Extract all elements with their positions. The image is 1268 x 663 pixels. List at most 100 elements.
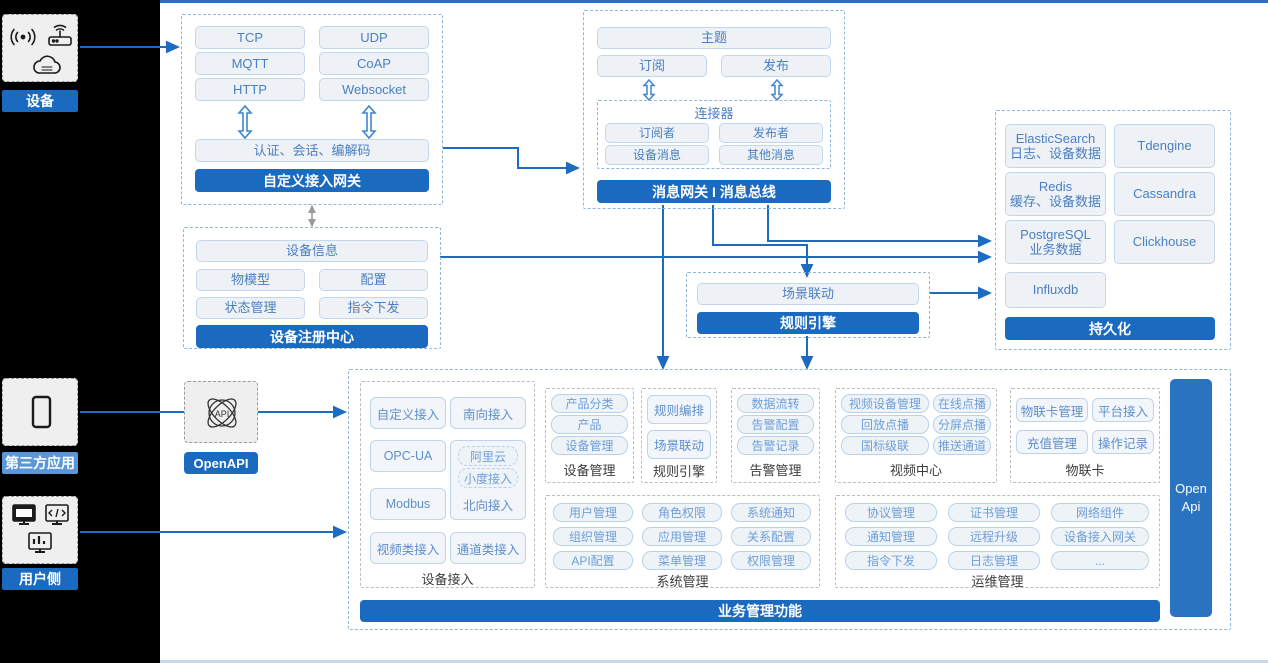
registry-config[interactable]: 配置 xyxy=(319,269,428,291)
rules-scene-linkage[interactable]: 场景联动 xyxy=(697,283,919,305)
vc-playback[interactable]: 回放点播 xyxy=(841,415,929,434)
dm-product-category[interactable]: 产品分类 xyxy=(551,394,628,413)
am-alarm-config[interactable]: 告警配置 xyxy=(737,415,814,434)
access-northbound-label: 北向接入 xyxy=(462,499,513,513)
message-updown-arrows xyxy=(642,79,784,101)
ic-recharge-management[interactable]: 充值管理 xyxy=(1016,430,1088,454)
sm-system-notice[interactable]: 系统通知 xyxy=(731,503,811,522)
group-video-center xyxy=(835,388,997,483)
protocol-http[interactable]: HTTP xyxy=(195,78,305,101)
storage-clickhouse[interactable]: Clickhouse xyxy=(1114,220,1215,264)
gateway-middle-layer[interactable]: 认证、会话、编解码 xyxy=(195,139,429,162)
access-southbound[interactable]: 南向接入 xyxy=(450,397,526,429)
message-bus-container xyxy=(583,10,845,209)
om-remote-upgrade[interactable]: 远程升级 xyxy=(948,527,1040,546)
gateway-footer[interactable]: 自定义接入网关 xyxy=(195,169,429,192)
om-log-management[interactable]: 日志管理 xyxy=(948,551,1040,570)
access-video-type[interactable]: 视频类接入 xyxy=(370,532,446,564)
connector-other-message[interactable]: 其他消息 xyxy=(719,145,823,165)
access-aliyun[interactable]: 阿里云 xyxy=(458,446,518,466)
connector-subscriber[interactable]: 订阅者 xyxy=(605,123,709,143)
group-alarm-management xyxy=(731,388,820,483)
connector-publisher[interactable]: 发布者 xyxy=(719,123,823,143)
registry-command-dispatch[interactable]: 指令下发 xyxy=(319,297,428,319)
message-bus-footer[interactable]: 消息网关 I 消息总线 xyxy=(597,180,831,203)
storage-redis[interactable]: Redis 缓存、设备数据 xyxy=(1005,172,1106,216)
group-device-access xyxy=(360,381,535,588)
dm-product[interactable]: 产品 xyxy=(551,415,628,434)
code-monitor-icon xyxy=(45,504,69,525)
storage-influxdb[interactable]: Influxdb xyxy=(1005,272,1106,308)
ic-card-management[interactable]: 物联卡管理 xyxy=(1016,398,1088,422)
device-registry-container xyxy=(183,227,441,349)
rules-engine-container xyxy=(686,272,930,338)
om-notification-management[interactable]: 通知管理 xyxy=(845,527,937,546)
registry-device-info[interactable]: 设备信息 xyxy=(196,240,428,262)
registry-state-management[interactable]: 状态管理 xyxy=(196,297,305,319)
protocol-udp[interactable]: UDP xyxy=(319,26,429,49)
chart-monitor-icon xyxy=(28,532,52,553)
access-custom[interactable]: 自定义接入 xyxy=(370,397,446,429)
registry-footer[interactable]: 设备注册中心 xyxy=(196,325,428,348)
sm-role-permission[interactable]: 角色权限 xyxy=(642,503,722,522)
group-device-management xyxy=(545,388,634,483)
om-command-dispatch[interactable]: 指令下发 xyxy=(845,551,937,570)
storage-tdengine[interactable]: Tdengine xyxy=(1114,124,1215,168)
access-opc-ua[interactable]: OPC-UA xyxy=(370,440,446,472)
om-device-access-gateway[interactable]: 设备接入网关 xyxy=(1051,527,1149,546)
message-topic[interactable]: 主题 xyxy=(597,27,831,49)
om-more[interactable]: ... xyxy=(1051,551,1149,570)
access-channel-type[interactable]: 通道类接入 xyxy=(450,532,526,564)
connector-device-message[interactable]: 设备消息 xyxy=(605,145,709,165)
om-protocol-management[interactable]: 协议管理 xyxy=(845,503,937,522)
protocol-mqtt[interactable]: MQTT xyxy=(195,52,305,75)
access-modbus[interactable]: Modbus xyxy=(370,488,446,520)
am-data-flow[interactable]: 数据流转 xyxy=(737,394,814,413)
vc-video-device-management[interactable]: 视频设备管理 xyxy=(841,394,929,413)
caption-iot-card: 物联卡 xyxy=(1065,462,1105,478)
re-rule-orchestration[interactable]: 规则编排 xyxy=(647,395,711,424)
mobile-phone-icon xyxy=(31,395,52,429)
storage-desc: 缓存、设备数据 xyxy=(1009,194,1101,209)
openapi-icon-box: API xyxy=(184,381,258,443)
sm-user-management[interactable]: 用户管理 xyxy=(553,503,633,522)
openapi-label[interactable]: OpenAPI xyxy=(184,452,258,474)
om-certificate-management[interactable]: 证书管理 xyxy=(948,503,1040,522)
storage-cassandra[interactable]: Cassandra xyxy=(1114,172,1215,216)
caption-system-management: 系统管理 xyxy=(656,573,709,589)
sm-app-management[interactable]: 应用管理 xyxy=(642,527,722,546)
access-xiaodu[interactable]: 小度接入 xyxy=(458,468,518,488)
storage-postgresql[interactable]: PostgreSQL 业务数据 xyxy=(1005,220,1106,264)
vc-online-play[interactable]: 在线点播 xyxy=(933,394,991,413)
dm-device-management[interactable]: 设备管理 xyxy=(551,436,628,455)
bottom-border-line xyxy=(160,660,1268,663)
cloud-icon xyxy=(33,55,61,74)
group-iot-card xyxy=(1010,388,1160,483)
storage-elasticsearch[interactable]: ElasticSearch 日志、设备数据 xyxy=(1005,124,1106,168)
om-network-component[interactable]: 网络组件 xyxy=(1051,503,1149,522)
sm-relation-config[interactable]: 关系配置 xyxy=(731,527,811,546)
protocol-tcp[interactable]: TCP xyxy=(195,26,305,49)
persistence-footer[interactable]: 持久化 xyxy=(1005,317,1215,340)
vc-split-screen[interactable]: 分屏点播 xyxy=(933,415,991,434)
third-party-icon-box xyxy=(2,378,78,446)
message-subscribe[interactable]: 订阅 xyxy=(597,55,707,77)
ic-operation-log[interactable]: 操作记录 xyxy=(1092,430,1154,454)
sm-menu-management[interactable]: 菜单管理 xyxy=(642,551,722,570)
business-footer[interactable]: 业务管理功能 xyxy=(360,600,1160,622)
sm-permission-management[interactable]: 权限管理 xyxy=(731,551,811,570)
ic-platform-access[interactable]: 平台接入 xyxy=(1092,398,1154,422)
re-scene-linkage[interactable]: 场景联动 xyxy=(647,430,711,459)
sm-api-config[interactable]: API配置 xyxy=(553,551,633,570)
rules-engine-footer[interactable]: 规则引擎 xyxy=(697,312,919,334)
vc-gb-cascade[interactable]: 国标级联 xyxy=(841,436,929,455)
am-alarm-record[interactable]: 告警记录 xyxy=(737,436,814,455)
sm-org-management[interactable]: 组织管理 xyxy=(553,527,633,546)
vc-push-channel[interactable]: 推送通道 xyxy=(933,436,991,455)
caption-device-management: 设备管理 xyxy=(563,462,616,478)
protocol-coap[interactable]: CoAP xyxy=(319,52,429,75)
registry-thing-model[interactable]: 物模型 xyxy=(196,269,305,291)
protocol-websocket[interactable]: Websocket xyxy=(319,78,429,101)
message-publish[interactable]: 发布 xyxy=(721,55,831,77)
